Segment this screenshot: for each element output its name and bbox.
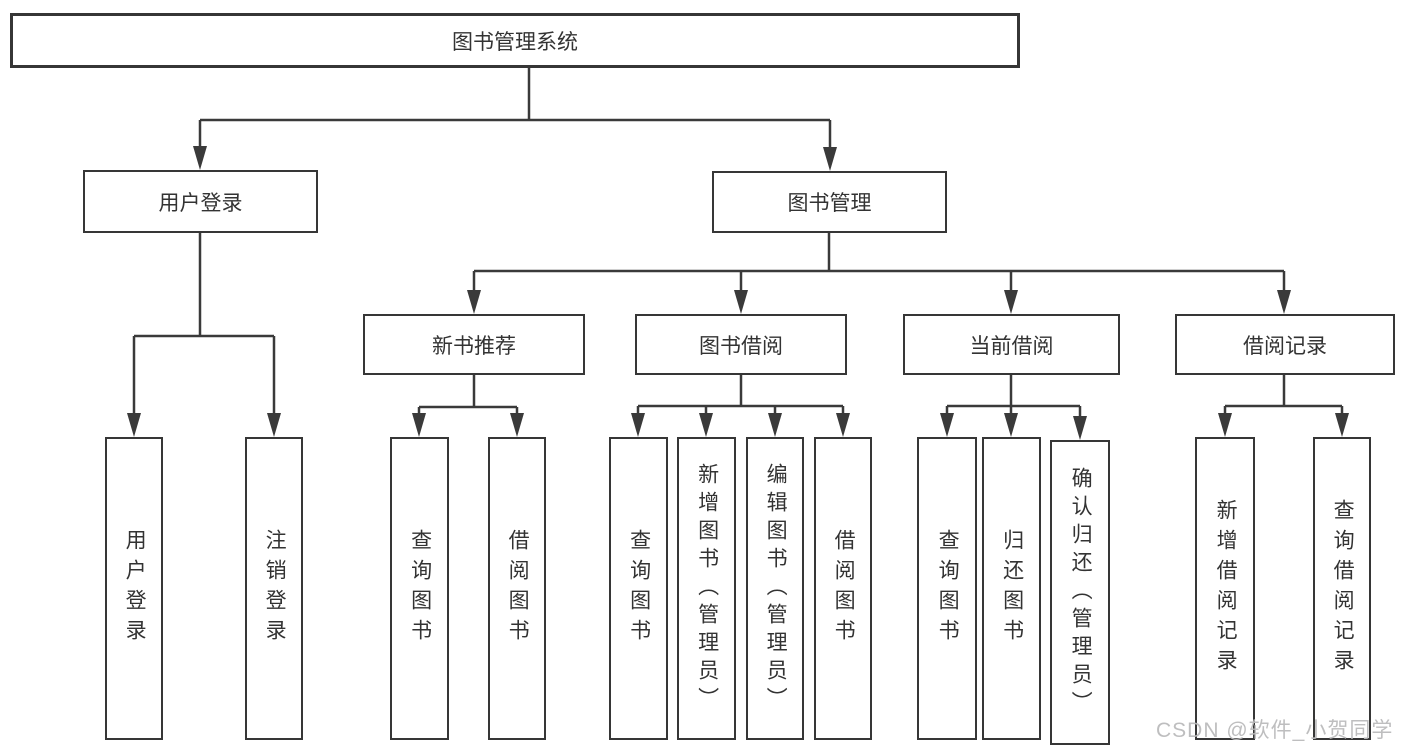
- leaf-borrow-books: 借阅图书: [814, 437, 872, 740]
- leaf-label: 新增借阅记录: [1214, 498, 1238, 679]
- leaf-query-books-borrow: 查询图书: [609, 437, 668, 740]
- leaf-confirm-return-admin: 确认归还（管理员）: [1050, 440, 1110, 745]
- connector-line: [132, 232, 276, 419]
- arrow-down-icon: [1218, 413, 1232, 437]
- leaf-label: 查询图书: [936, 528, 960, 649]
- connector-line: [417, 375, 519, 419]
- leaf-label: 归还图书: [1000, 528, 1024, 649]
- node-label: 图书管理系统: [452, 30, 578, 54]
- leaf-label: 编辑图书（管理员）: [764, 462, 788, 715]
- arrow-down-icon: [1277, 290, 1291, 314]
- leaf-label: 新增图书（管理员）: [695, 462, 719, 715]
- node-label: 图书借阅: [699, 334, 783, 358]
- leaf-query-books-recommend: 查询图书: [390, 437, 449, 740]
- node-book-borrow: 图书借阅: [635, 314, 847, 375]
- watermark: CSDN @软件_小贺同学: [1156, 719, 1394, 742]
- leaf-borrow-books-recommend: 借阅图书: [488, 437, 546, 740]
- arrow-down-icon: [1004, 290, 1018, 314]
- arrow-down-icon: [467, 290, 481, 314]
- arrow-down-icon: [1335, 413, 1349, 437]
- leaf-edit-book-admin: 编辑图书（管理员）: [746, 437, 804, 740]
- arrow-down-icon: [1004, 413, 1018, 437]
- arrow-down-icon: [1073, 416, 1087, 440]
- node-borrow-records: 借阅记录: [1175, 314, 1395, 375]
- node-new-book-recommend: 新书推荐: [363, 314, 585, 375]
- leaf-label: 用户登录: [123, 528, 147, 649]
- leaf-query-books-current: 查询图书: [917, 437, 977, 740]
- arrow-down-icon: [940, 413, 954, 437]
- arrow-down-icon: [768, 413, 782, 437]
- node-current-borrow: 当前借阅: [903, 314, 1120, 375]
- leaf-label: 查询图书: [627, 528, 651, 649]
- arrow-down-icon: [510, 413, 524, 437]
- node-label: 用户登录: [158, 191, 243, 215]
- arrow-down-icon: [823, 147, 837, 171]
- arrow-down-icon: [734, 290, 748, 314]
- node-root: 图书管理系统: [10, 13, 1020, 68]
- connector-line: [945, 375, 1082, 422]
- connector-line: [472, 233, 1286, 296]
- leaf-add-book-admin: 新增图书（管理员）: [677, 437, 736, 740]
- leaf-query-borrow-record: 查询借阅记录: [1313, 437, 1371, 740]
- leaf-label: 确认归还（管理员）: [1069, 466, 1093, 719]
- node-label: 新书推荐: [432, 334, 516, 358]
- node-book-management: 图书管理: [712, 171, 947, 233]
- node-label: 图书管理: [787, 192, 872, 215]
- leaf-label: 借阅图书: [832, 528, 856, 649]
- leaf-return-books: 归还图书: [982, 437, 1041, 740]
- arrow-down-icon: [267, 413, 281, 437]
- arrow-down-icon: [631, 413, 645, 437]
- connector-line: [1223, 375, 1344, 419]
- arrow-down-icon: [127, 413, 141, 437]
- leaf-add-borrow-record: 新增借阅记录: [1195, 437, 1255, 740]
- node-label: 当前借阅: [969, 334, 1054, 358]
- leaf-logout: 注销登录: [245, 437, 303, 740]
- arrow-down-icon: [412, 413, 426, 437]
- arrow-down-icon: [699, 413, 713, 437]
- connector-line: [198, 68, 832, 151]
- connector-line: [636, 375, 845, 419]
- leaf-label: 注销登录: [263, 528, 287, 649]
- arrow-down-icon: [836, 413, 850, 437]
- node-label: 借阅记录: [1243, 334, 1327, 358]
- node-user-login: 用户登录: [83, 170, 318, 233]
- leaf-label: 借阅图书: [506, 528, 530, 649]
- leaf-label: 查询图书: [408, 528, 432, 649]
- leaf-user-login: 用户登录: [105, 437, 163, 740]
- arrow-down-icon: [193, 146, 207, 170]
- leaf-label: 查询借阅记录: [1331, 498, 1355, 679]
